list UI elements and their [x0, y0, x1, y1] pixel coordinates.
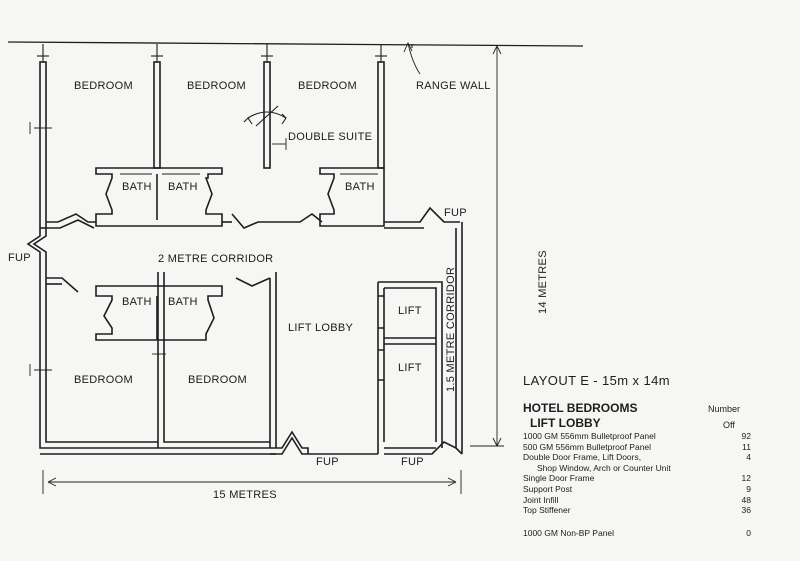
label-fup-bottom-1: FUP	[316, 456, 339, 468]
layout-title: LAYOUT E - 15m x 14m	[523, 373, 670, 388]
label-bedroom-2: BEDROOM	[187, 80, 246, 92]
label-range-wall: RANGE WALL	[416, 80, 491, 92]
spec-row: Double Door Frame, Lift Doors,4	[523, 452, 751, 463]
label-bath-5: BATH	[168, 296, 198, 308]
bottom-bath-pods	[95, 285, 223, 341]
top-bedroom-walls	[39, 61, 385, 229]
bottom-wall	[40, 430, 463, 455]
range-wall-arrow	[403, 41, 421, 75]
top-bath-pods	[95, 167, 385, 227]
label-bedroom-4: BEDROOM	[74, 374, 133, 386]
label-lift-1: LIFT	[398, 305, 422, 317]
spec-col-off: Off	[723, 420, 735, 430]
spec-heading-1: HOTEL BEDROOMS	[523, 401, 638, 415]
label-bath-4: BATH	[122, 296, 152, 308]
label-fup-right-top: FUP	[444, 207, 467, 219]
label-fup-bottom-2: FUP	[401, 456, 424, 468]
range-wall-line	[7, 41, 584, 47]
label-height: 14 METRES	[537, 250, 549, 314]
label-bedroom-5: BEDROOM	[188, 374, 247, 386]
lower-block	[39, 260, 277, 449]
label-bath-3: BATH	[345, 181, 375, 193]
spec-col-number: Number	[708, 404, 741, 414]
dimension-width	[42, 470, 462, 494]
left-fup-door	[26, 228, 47, 260]
label-fup-left: FUP	[8, 252, 31, 264]
top-support-posts	[37, 44, 413, 62]
label-lift-2: LIFT	[398, 362, 422, 374]
spec-heading-2: LIFT LOBBY	[530, 416, 601, 430]
dimension-height	[470, 45, 504, 447]
label-bedroom-1: BEDROOM	[74, 80, 133, 92]
label-double-suite: DOUBLE SUITE	[288, 131, 372, 143]
label-bath-1: BATH	[122, 181, 152, 193]
corridor-top-wall	[46, 206, 460, 229]
label-corridor: 2 METRE CORRIDOR	[158, 253, 273, 265]
right-corridor-wall	[455, 222, 463, 454]
label-width: 15 METRES	[213, 489, 277, 501]
spec-row: Shop Window, Arch or Counter Unit	[537, 462, 671, 473]
label-vertical-corridor: 1.5 METRE CORRIDOR	[445, 267, 457, 392]
label-bath-2: BATH	[168, 181, 198, 193]
double-suite-door	[243, 105, 287, 127]
lift-block	[377, 281, 443, 448]
label-lift-lobby: LIFT LOBBY	[288, 322, 354, 334]
label-bedroom-3: BEDROOM	[298, 80, 357, 92]
